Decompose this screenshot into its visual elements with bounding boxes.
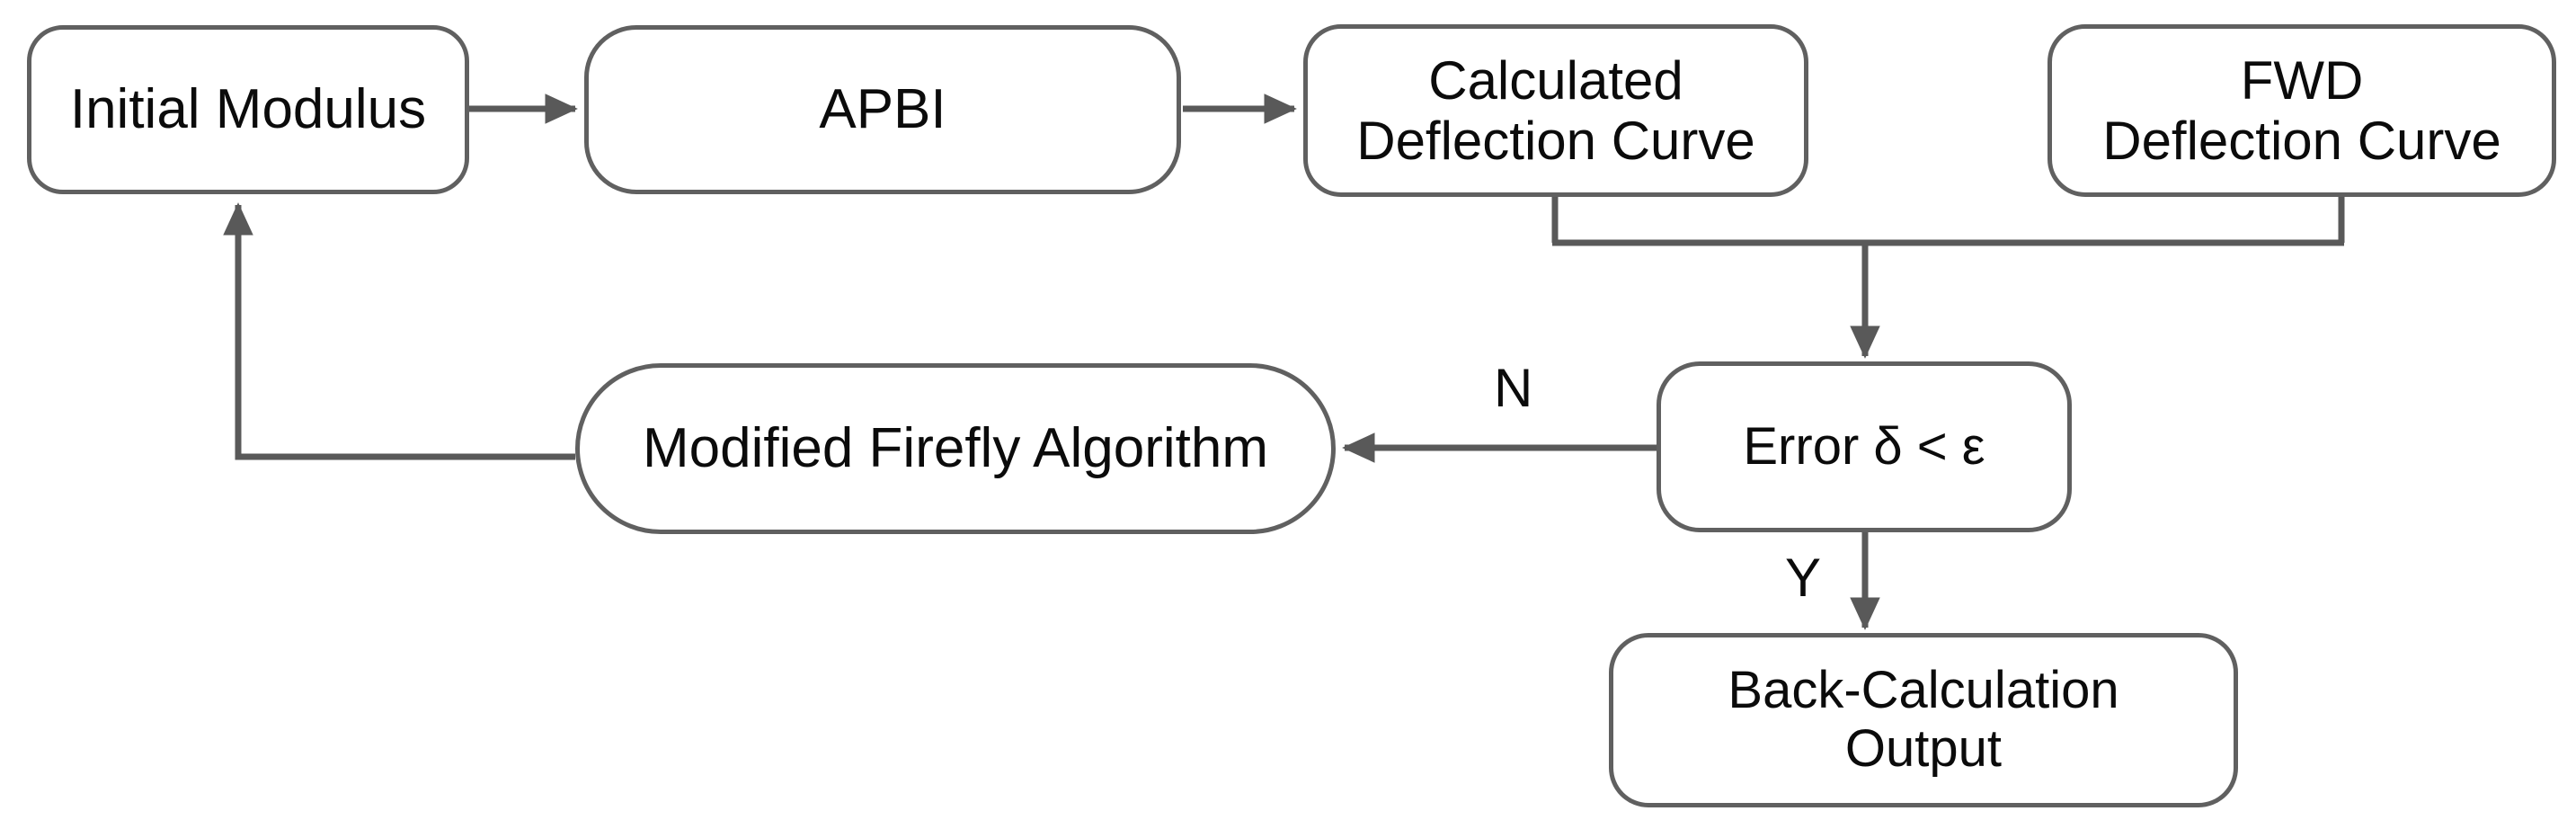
- node-initial-modulus-label: Initial Modulus: [69, 78, 427, 141]
- node-fwd-deflection-curve-label: FWD Deflection Curve: [2102, 49, 2501, 171]
- node-back-calculation-output[interactable]: Back-Calculation Output: [1609, 633, 2238, 807]
- node-error-condition[interactable]: Error δ < ε: [1657, 361, 2072, 532]
- node-fwd-deflection-curve[interactable]: FWD Deflection Curve: [2047, 24, 2556, 197]
- node-error-condition-label: Error δ < ε: [1743, 416, 1985, 476]
- node-modified-firefly-algorithm[interactable]: Modified Firefly Algorithm: [575, 363, 1336, 534]
- edge-mfa-to-initial-modulus: [223, 202, 575, 460]
- node-apbi[interactable]: APBI: [584, 25, 1181, 194]
- node-initial-modulus[interactable]: Initial Modulus: [27, 25, 469, 194]
- edge-label-no: N: [1494, 358, 1533, 418]
- node-apbi-label: APBI: [819, 78, 946, 141]
- node-modified-firefly-algorithm-label: Modified Firefly Algorithm: [642, 417, 1269, 480]
- node-calculated-deflection-curve[interactable]: Calculated Deflection Curve: [1303, 24, 1808, 197]
- edge-label-yes: Y: [1785, 548, 1822, 608]
- node-back-calculation-output-label: Back-Calculation Output: [1728, 661, 2119, 778]
- node-calculated-deflection-curve-label: Calculated Deflection Curve: [1356, 49, 1755, 171]
